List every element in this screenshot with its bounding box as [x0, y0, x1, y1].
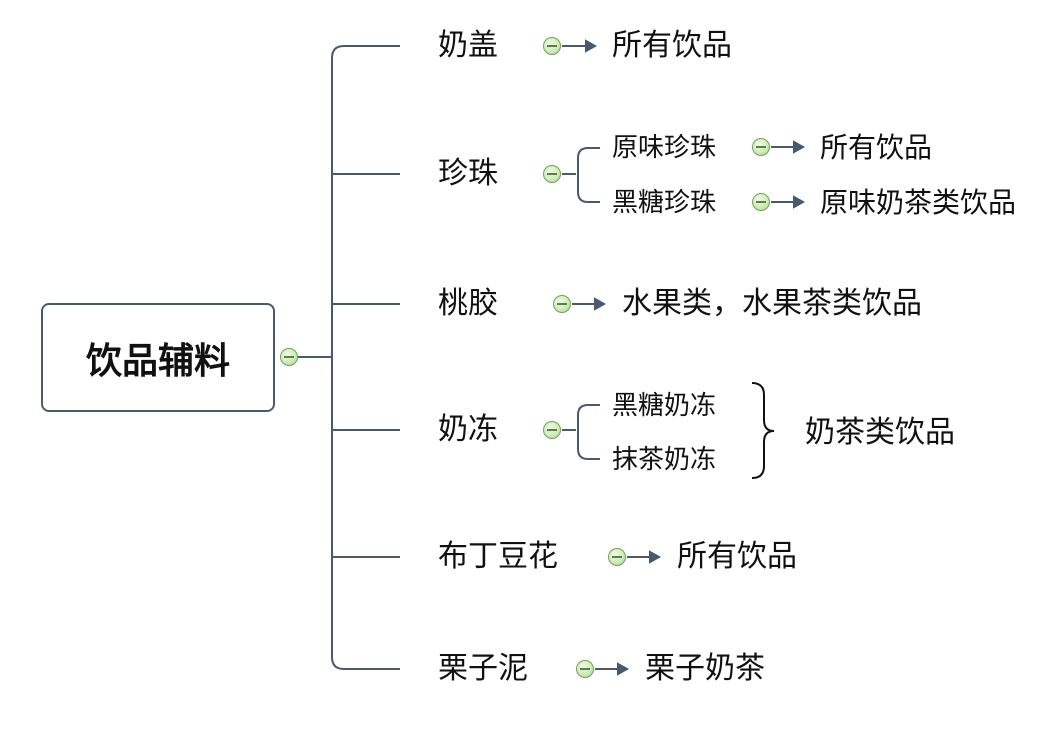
branch-2-collapse-toggle[interactable] — [553, 295, 571, 313]
branch-5-target[interactable]: 栗子奶茶 — [645, 651, 765, 686]
root-node[interactable]: 饮品辅料 — [41, 303, 275, 412]
branch-4-target[interactable]: 所有饮品 — [677, 539, 797, 574]
root-label: 饮品辅料 — [85, 340, 230, 382]
branch-1-child-0-collapse-toggle[interactable] — [752, 138, 770, 156]
branch-5-collapse-toggle[interactable] — [576, 660, 594, 678]
branch-1-child-1-target[interactable]: 原味奶茶类饮品 — [820, 186, 1017, 219]
branch-1-child-0[interactable]: 原味珍珠 — [612, 133, 717, 163]
branch-node-0[interactable]: 奶盖 — [438, 28, 498, 63]
branch-3-child-1[interactable]: 抹茶奶冻 — [612, 445, 717, 475]
branch-0-collapse-toggle[interactable] — [543, 37, 561, 55]
branch-2-target[interactable]: 水果类，水果茶类饮品 — [622, 286, 922, 321]
branch-0-target[interactable]: 所有饮品 — [612, 28, 732, 63]
branch-3-child-0[interactable]: 黑糖奶冻 — [612, 391, 717, 421]
branch-4-collapse-toggle[interactable] — [608, 548, 626, 566]
branch-1-child-0-target[interactable]: 所有饮品 — [820, 131, 933, 164]
branch-1-child-1-collapse-toggle[interactable] — [752, 193, 770, 211]
branch-3-group-target[interactable]: 奶茶类饮品 — [805, 415, 955, 450]
branch-3-collapse-toggle[interactable] — [543, 421, 561, 439]
branch-1-collapse-toggle[interactable] — [543, 165, 561, 183]
branch-node-3[interactable]: 奶冻 — [438, 412, 498, 447]
branch-1-child-1[interactable]: 黑糖珍珠 — [612, 188, 717, 218]
branch-node-2[interactable]: 桃胶 — [438, 286, 498, 321]
root-collapse-toggle[interactable] — [280, 348, 298, 366]
branch-node-1[interactable]: 珍珠 — [438, 156, 498, 191]
group-brace — [751, 382, 775, 479]
branch-node-4[interactable]: 布丁豆花 — [438, 539, 558, 574]
branch-node-5[interactable]: 栗子泥 — [438, 651, 528, 686]
